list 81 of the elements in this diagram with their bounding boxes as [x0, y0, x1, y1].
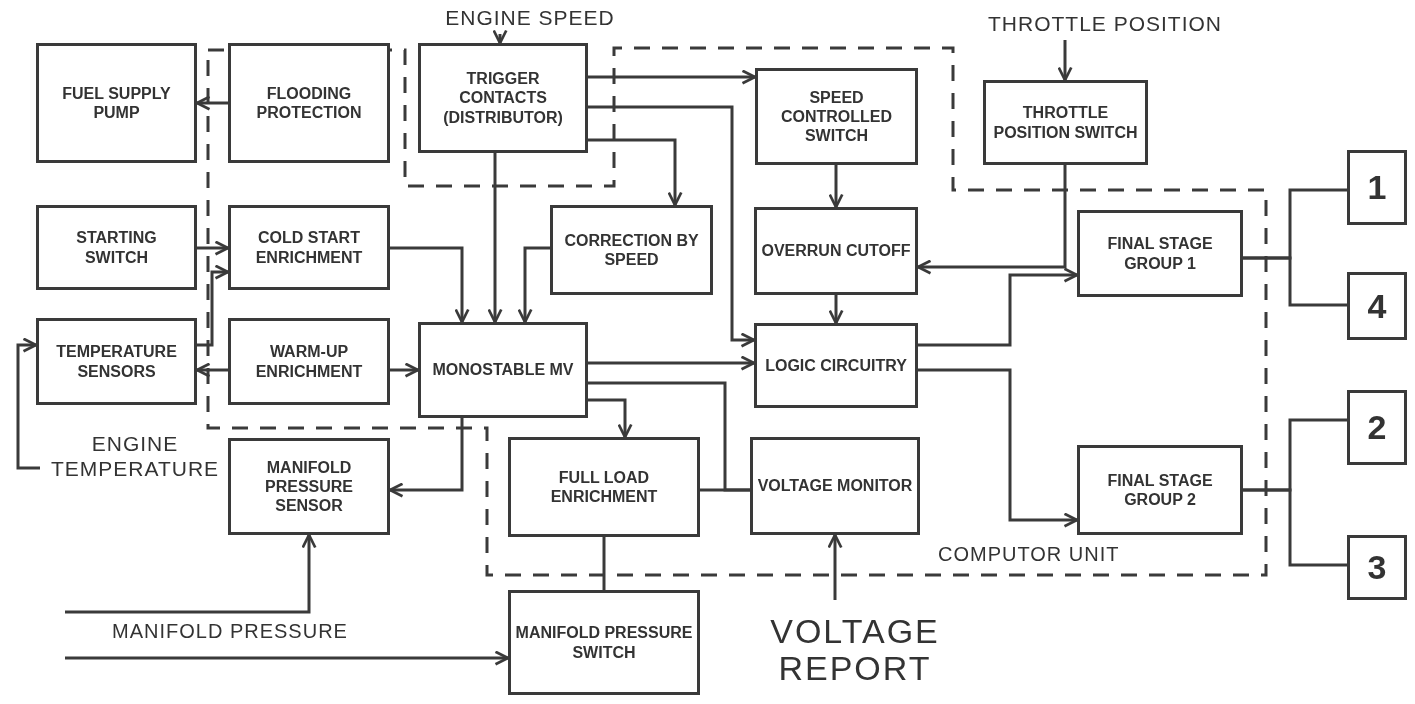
box-label: FUEL SUPPLY PUMP — [61, 83, 172, 123]
box-label: FULL LOAD ENRICHMENT — [549, 467, 659, 507]
output-box — [1347, 150, 1407, 225]
arrow — [1057, 40, 1073, 82]
process-box — [418, 43, 588, 153]
process-box — [754, 323, 918, 408]
box-label: MONOSTABLE MV — [431, 360, 575, 381]
process-box — [508, 590, 700, 695]
signal-label: THROTTLE POSITION — [987, 11, 1223, 38]
arrow — [390, 362, 420, 378]
signal-label: ENGINE TEMPERATURE — [49, 430, 221, 482]
box-label: FINAL STAGE GROUP 2 — [1106, 470, 1214, 510]
arrow — [517, 246, 550, 324]
box-label: MANIFOLD PRESSURE SWITCH — [514, 623, 694, 663]
connector-line — [700, 488, 750, 492]
process-box — [1077, 445, 1243, 535]
output-number: 2 — [1366, 407, 1388, 449]
arrow — [588, 105, 756, 348]
arrow — [828, 165, 844, 209]
arrow — [16, 337, 40, 470]
arrow — [65, 650, 510, 666]
arrow — [588, 398, 633, 439]
arrow — [492, 29, 508, 45]
arrow — [388, 418, 464, 498]
process-box — [36, 43, 197, 163]
box-label: WARM-UP ENRICHMENT — [254, 342, 364, 382]
arrow — [588, 355, 756, 371]
arrow — [390, 246, 470, 324]
box-label: COLD START ENRICHMENT — [254, 228, 364, 268]
box-label: VOLTAGE MONITOR — [756, 476, 914, 497]
arrow — [588, 69, 757, 85]
process-box — [418, 322, 588, 418]
unit-label: COMPUTOR UNIT — [938, 543, 1120, 566]
box-label: STARTING SWITCH — [75, 228, 158, 268]
signal-label: MANIFOLD PRESSURE — [112, 620, 348, 643]
output-box — [1347, 390, 1407, 465]
box-label: TRIGGER CONTACTS (DISTRIBUTOR) — [442, 69, 564, 128]
box-label: TEMPERATURE SENSORS — [55, 342, 178, 382]
arrow — [197, 240, 230, 256]
process-box — [228, 43, 390, 163]
process-box — [1077, 210, 1243, 297]
box-label: SPEED CONTROLLED SWITCH — [779, 87, 894, 147]
process-box — [508, 437, 700, 537]
connector-line — [602, 537, 606, 590]
arrow — [827, 533, 843, 600]
box-label: THROTTLE POSITION SWITCH — [992, 103, 1139, 143]
box-label: CORRECTION BY SPEED — [563, 230, 700, 270]
process-box — [228, 205, 390, 290]
process-box — [228, 438, 390, 535]
process-box — [754, 207, 918, 295]
process-box — [36, 318, 197, 405]
arrow — [916, 165, 1067, 275]
arrow — [588, 138, 683, 207]
arrow — [195, 95, 228, 111]
arrow — [487, 153, 503, 324]
output-number: 1 — [1366, 167, 1388, 209]
box-label: LOGIC CIRCUITRY — [764, 355, 908, 376]
arrow — [195, 362, 228, 378]
signal-label: ENGINE SPEED — [444, 5, 616, 32]
process-box — [983, 80, 1148, 165]
box-label: MANIFOLD PRESSURE SENSOR — [264, 457, 354, 517]
box-label: FINAL STAGE GROUP 1 — [1106, 234, 1214, 274]
process-box — [750, 437, 920, 535]
output-box — [1347, 535, 1407, 600]
arrow — [65, 533, 317, 614]
process-box — [36, 205, 197, 290]
connector-line — [1243, 488, 1347, 567]
signal-label: VOLTAGE REPORT — [769, 610, 941, 689]
arrow — [828, 295, 844, 325]
output-number: 4 — [1366, 285, 1388, 327]
process-box — [755, 68, 918, 165]
process-box — [550, 205, 713, 295]
arrow — [918, 267, 1079, 347]
box-label: OVERRUN CUTOFF — [760, 241, 912, 262]
arrow — [197, 264, 230, 347]
output-box — [1347, 272, 1407, 340]
arrow — [918, 368, 1079, 528]
process-box — [228, 318, 390, 405]
output-number: 3 — [1366, 547, 1388, 589]
box-label: FLOODING PROTECTION — [255, 83, 363, 123]
connector-line — [1243, 256, 1347, 307]
